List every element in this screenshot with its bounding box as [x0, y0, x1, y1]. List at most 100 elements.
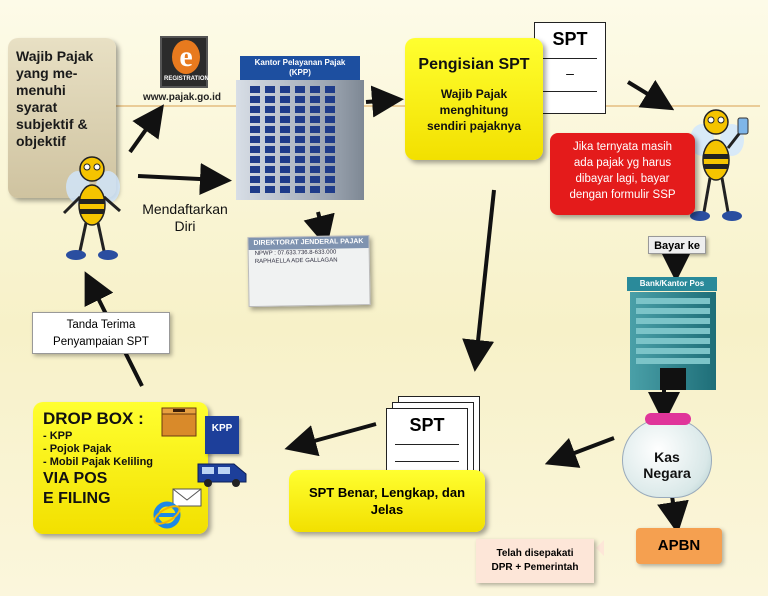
- wajib-pajak-line: subjektif &: [16, 116, 88, 132]
- building-window: [295, 96, 305, 103]
- building-window: [280, 126, 290, 133]
- telah-line2: DPR + Pemerintah: [491, 562, 579, 573]
- npwp-header: DIREKTORAT JENDERAL PAJAK: [248, 235, 369, 251]
- building-window: [295, 166, 305, 173]
- building-window: [310, 106, 320, 113]
- arrow-to-pengisian: [365, 85, 404, 118]
- building-window: [265, 136, 275, 143]
- building-window: [295, 136, 305, 143]
- bayar-ke-label: Bayar ke: [648, 236, 706, 254]
- building-window: [265, 116, 275, 123]
- arrow-to-apbn: [657, 495, 689, 534]
- via-pos-label: VIA POS: [43, 470, 108, 487]
- building-window: [310, 176, 320, 183]
- building-window: [325, 86, 335, 93]
- jar-lid-icon: [645, 413, 691, 425]
- kpp-label-line1: Kantor Pelayanan Pajak: [254, 58, 346, 67]
- building-window: [265, 176, 275, 183]
- wajib-pajak-line: syarat: [16, 99, 58, 115]
- pengisian-spt-box: Pengisian SPT Wajib Pajak menghitung sen…: [405, 38, 543, 160]
- drop-box-item: - Mobil Pajak Keliling: [43, 456, 154, 468]
- building-window: [250, 106, 260, 113]
- building-window: [325, 96, 335, 103]
- building-window: [295, 126, 305, 133]
- building-window: [325, 186, 335, 193]
- building-window: [265, 166, 275, 173]
- arrow-to-npwp: [303, 211, 335, 248]
- ssp-note-line: dibayar lagi, bayar: [575, 173, 670, 185]
- arrow-to-dropbox: [284, 422, 377, 457]
- bank-strip: [636, 308, 710, 314]
- building-window: [325, 146, 335, 153]
- website-link[interactable]: www.pajak.go.id: [143, 92, 221, 103]
- building-window: [265, 156, 275, 163]
- arrow-to-kpp: [137, 163, 232, 196]
- building-window: [280, 96, 290, 103]
- internet-explorer-icon: [153, 501, 181, 529]
- bee-mascot-icon: [62, 156, 121, 260]
- ssp-note-line: dengan formulir SSP: [569, 189, 676, 201]
- building-window: [250, 126, 260, 133]
- building-window: [310, 86, 320, 93]
- building-window: [280, 156, 290, 163]
- bank-strip: [636, 328, 710, 334]
- building-window: [280, 116, 290, 123]
- ssp-note-line: ada pajak yg harus: [573, 157, 672, 169]
- bank-building-icon: [630, 292, 716, 390]
- spt-top-label: SPT: [552, 29, 588, 49]
- spt-benar-box: SPT Benar, Lengkap, dan Jelas: [289, 470, 485, 532]
- bank-strip: [636, 298, 710, 304]
- kas-negara-jar: Kas Negara: [622, 413, 712, 498]
- kpp-label: Kantor Pelayanan Pajak (KPP): [240, 56, 360, 80]
- building-window: [295, 116, 305, 123]
- bee-mascot-right-icon: [690, 109, 749, 221]
- apbn-box: APBN: [636, 528, 722, 564]
- building-window: [280, 86, 290, 93]
- spt-top-mark: –: [566, 65, 574, 81]
- building-window: [265, 146, 275, 153]
- registration-label: REGISTRATION: [164, 76, 209, 82]
- wajib-pajak-box: Wajib Pajak yang me- menuhi syarat subje…: [8, 38, 116, 198]
- building-window: [310, 156, 320, 163]
- building-window: [310, 186, 320, 193]
- building-window: [250, 166, 260, 173]
- building-window: [325, 166, 335, 173]
- building-window: [250, 146, 260, 153]
- building-window: [250, 116, 260, 123]
- tanda-line1: Tanda Terima: [66, 319, 136, 331]
- kas-line1: Kas: [654, 449, 680, 465]
- arrow-to-bee: [626, 79, 675, 111]
- spt-bottom-label: SPT: [409, 415, 445, 435]
- building-window: [310, 136, 320, 143]
- wajib-pajak-line: menuhi: [16, 82, 66, 98]
- building-window: [280, 166, 290, 173]
- pengisian-line: menghitung: [439, 103, 509, 117]
- e-registration-logo[interactable]: e REGISTRATION: [160, 36, 209, 88]
- bank-label: Bank/Kantor Pos: [627, 277, 717, 291]
- npwp-card: DIREKTORAT JENDERAL PAJAK NPWP : 07.633.…: [247, 234, 371, 308]
- building-window: [280, 176, 290, 183]
- building-window: [295, 86, 305, 93]
- spt-benar-line2: Jelas: [370, 502, 404, 517]
- building-window: [265, 126, 275, 133]
- building-window: [280, 106, 290, 113]
- tax-van-icon: [197, 463, 247, 487]
- building-window: [325, 126, 335, 133]
- mendaftarkan-line1: Mendaftarkan: [142, 201, 228, 217]
- callout-tail: [596, 540, 604, 556]
- telah-line1: Telah disepakati: [496, 548, 574, 559]
- kas-line2: Negara: [643, 465, 691, 481]
- telah-disepakati-callout: Telah disepakati DPR + Pemerintah: [476, 539, 594, 583]
- efiling-label: E FILING: [43, 490, 111, 507]
- building-window: [250, 156, 260, 163]
- building-window: [280, 146, 290, 153]
- building-window: [325, 116, 335, 123]
- envelope-icon: [172, 488, 202, 507]
- wajib-pajak-line: Wajib Pajak: [16, 48, 94, 64]
- building-window: [310, 126, 320, 133]
- building-window: [325, 156, 335, 163]
- building-window: [250, 176, 260, 183]
- building-window: [250, 86, 260, 93]
- drop-box-item: - KPP: [43, 430, 73, 442]
- wajib-pajak-line: objektif: [16, 133, 66, 149]
